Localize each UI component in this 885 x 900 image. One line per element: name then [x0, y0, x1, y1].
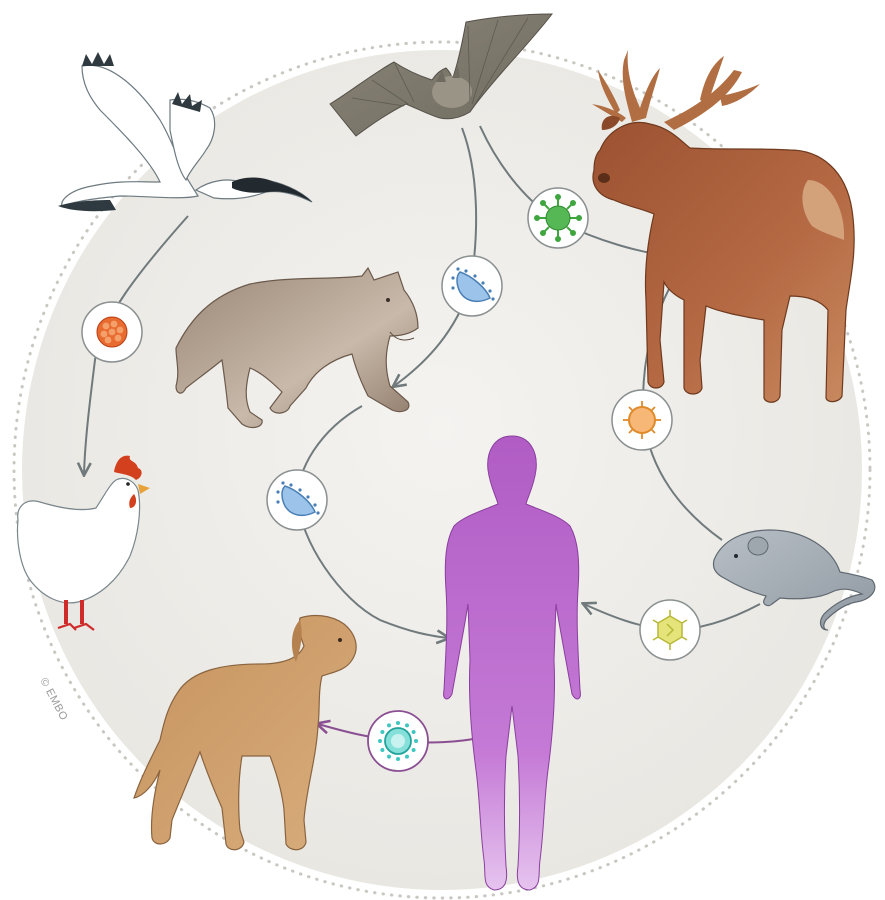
orange-virus-icon: [612, 390, 672, 450]
blue-prion-icon: [442, 256, 502, 316]
yellow-hexagon-virus-icon: [640, 600, 700, 660]
orange-reovirus-icon: [82, 302, 142, 362]
teal-virus-icon: [368, 711, 428, 771]
blue-prion-icon: [267, 470, 327, 530]
green-coronavirus-icon: [528, 188, 588, 248]
